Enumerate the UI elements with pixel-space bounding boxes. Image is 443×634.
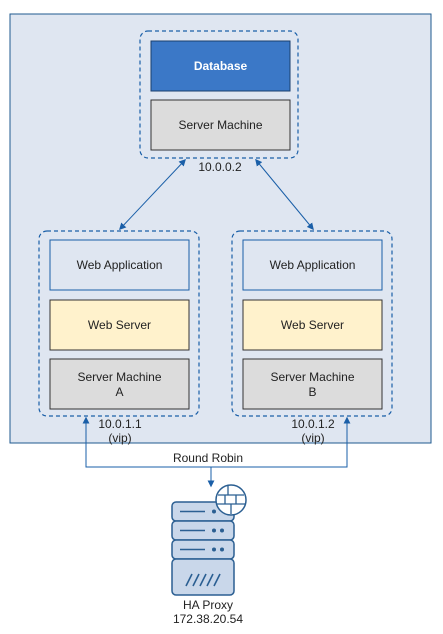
node-b-machine-box[interactable] xyxy=(242,358,383,410)
node-a-machine-label-line1: Server Machine xyxy=(77,370,161,384)
node-b-machine-label-line1: Server Machine xyxy=(270,370,354,384)
node-a-group-outline xyxy=(38,230,200,417)
proxy-name-label: HA Proxy xyxy=(183,598,233,612)
node-b-ip-note: (vip) xyxy=(301,431,324,445)
node-b-webapp-label: Web Application xyxy=(270,258,356,272)
node-a-webserver-label: Web Server xyxy=(88,318,151,332)
db-server-machine-label: Server Machine xyxy=(178,118,262,132)
db-server-machine-box[interactable] xyxy=(150,99,291,151)
node-a-webserver-box[interactable] xyxy=(49,299,190,351)
server-firewall-icon[interactable] xyxy=(171,484,247,596)
database-label: Database xyxy=(194,59,248,73)
node-b-ip-label: 10.0.1.2 xyxy=(291,417,335,431)
db-ip-label: 10.0.0.2 xyxy=(198,160,242,174)
node-a-machine-box[interactable] xyxy=(49,358,190,410)
node-b-webserver-box[interactable] xyxy=(242,299,383,351)
node-a-ip-note: (vip) xyxy=(108,431,131,445)
db-to-node-b-arrow xyxy=(255,158,314,231)
round-robin-connector xyxy=(82,416,351,468)
node-b-machine-label-line2: B xyxy=(308,385,316,399)
node-b-group-outline xyxy=(231,230,393,417)
node-b-webserver-label: Web Server xyxy=(281,318,344,332)
node-a-webapp-box[interactable] xyxy=(49,239,190,291)
round-robin-label: Round Robin xyxy=(173,451,243,465)
node-b-webapp-box[interactable] xyxy=(242,239,383,291)
node-a-ip-label: 10.0.1.1 xyxy=(98,417,142,431)
node-a-machine-label-line2: A xyxy=(115,385,123,399)
database-group-outline xyxy=(139,30,299,159)
proxy-ip-label: 172.38.20.54 xyxy=(173,612,243,626)
db-to-node-a-arrow xyxy=(119,158,186,231)
round-robin-label-bg xyxy=(170,451,246,466)
database-box[interactable] xyxy=(150,40,291,92)
node-a-webapp-label: Web Application xyxy=(77,258,163,272)
